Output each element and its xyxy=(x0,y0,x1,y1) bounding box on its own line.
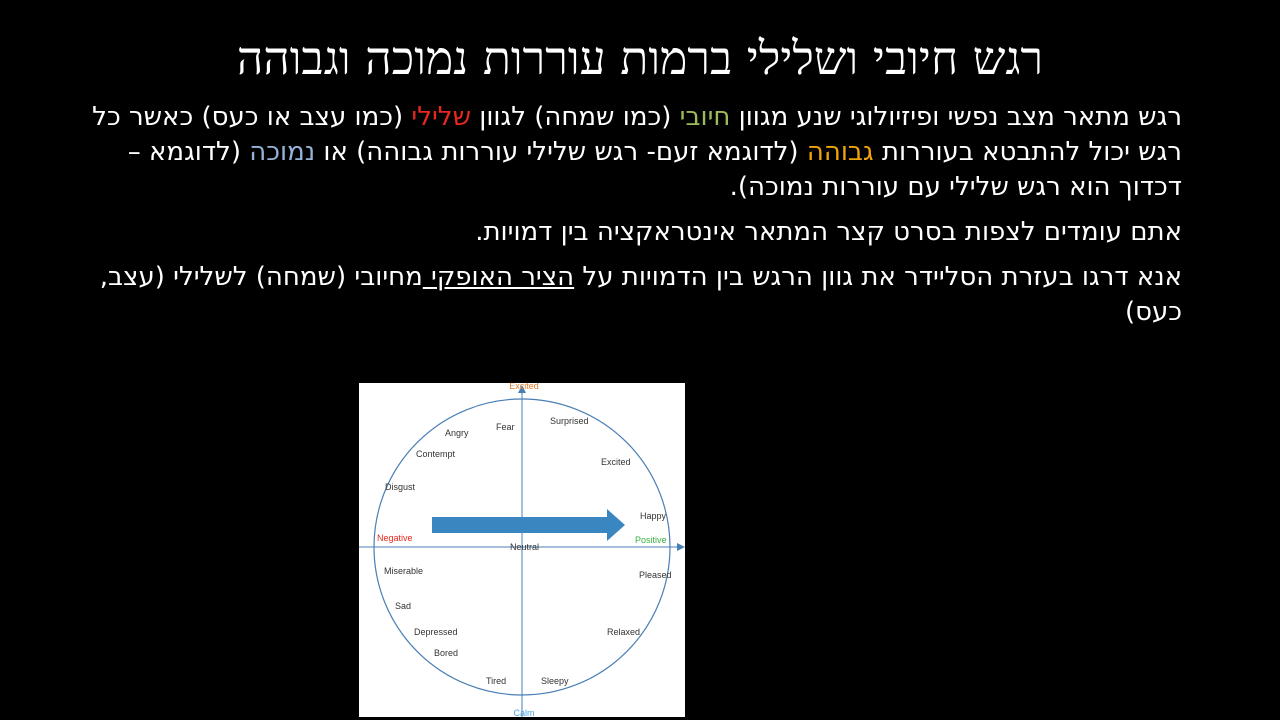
label-depressed: Depressed xyxy=(414,627,458,637)
horizontal-axis-arrowhead xyxy=(677,543,685,551)
p1-text-3: (כמו עצב או כעס) כאשר כל רגש יכול להתבטא… xyxy=(92,102,1182,167)
p1-text-5: (לדוגמא – דכדוך הוא רגש שלילי עם עוררות … xyxy=(127,137,1182,202)
word-negative: שלילי xyxy=(411,102,471,132)
paragraph-definition: רגש מתאר מצב נפשי ופיזיולוגי שנע מגוון ח… xyxy=(88,100,1182,205)
p3-text-2: מחיובי (שמחה) לשלילי (עצב, כעס) xyxy=(99,262,1182,327)
slide-title: רגש חיובי ושלילי ברמות עוררות נמוכה וגבו… xyxy=(236,31,1044,85)
p1-text-2: (כמו שמחה) לגוון xyxy=(471,102,680,132)
axis-label-excited: Excited xyxy=(509,383,539,391)
label-disgust: Disgust xyxy=(385,482,416,492)
paragraph-video: אתם עומדים לצפות בסרט קצר המתאר אינטראקצ… xyxy=(475,217,1182,247)
word-low: נמוכה xyxy=(249,137,316,167)
axis-label-positive: Positive xyxy=(635,535,667,545)
emotion-circumplex-figure: Excited Calm Negative Positive Neutral F… xyxy=(359,383,685,717)
label-miserable: Miserable xyxy=(384,566,423,576)
label-tired: Tired xyxy=(486,676,506,686)
p1-text-4: (לדוגמא זעם- רגש שלילי עוררות גבוהה) או xyxy=(315,137,807,167)
word-high: גבוהה xyxy=(806,137,874,167)
axis-label-negative: Negative xyxy=(377,533,413,543)
vertical-axis-arrowhead xyxy=(518,385,526,393)
label-neutral: Neutral xyxy=(510,542,539,552)
word-positive: חיובי xyxy=(679,102,731,132)
label-bored: Bored xyxy=(434,648,458,658)
label-contempt: Contempt xyxy=(416,449,456,459)
label-fear: Fear xyxy=(496,422,515,432)
label-angry: Angry xyxy=(445,428,469,438)
label-excited: Excited xyxy=(601,457,631,467)
axis-label-calm: Calm xyxy=(513,708,534,717)
p3-text-1: אנא דרגו בעזרת הסליידר את גוון הרגש בין … xyxy=(574,262,1182,292)
label-relaxed: Relaxed xyxy=(607,627,640,637)
positive-direction-arrow xyxy=(432,509,625,541)
paragraph-instruction: אנא דרגו בעזרת הסליידר את גוון הרגש בין … xyxy=(88,260,1182,330)
label-surprised: Surprised xyxy=(550,416,589,426)
label-sad: Sad xyxy=(395,601,411,611)
circumplex-svg: Excited Calm Negative Positive Neutral F… xyxy=(359,383,685,717)
slide-body: רגש מתאר מצב נפשי ופיזיולוגי שנע מגוון ח… xyxy=(88,100,1182,340)
label-sleepy: Sleepy xyxy=(541,676,569,686)
p1-text-1: רגש מתאר מצב נפשי ופיזיולוגי שנע מגוון xyxy=(730,102,1182,132)
label-happy: Happy xyxy=(640,511,667,521)
underlined-horizontal-axis: הציר האופקי xyxy=(422,262,575,292)
label-pleased: Pleased xyxy=(639,570,672,580)
